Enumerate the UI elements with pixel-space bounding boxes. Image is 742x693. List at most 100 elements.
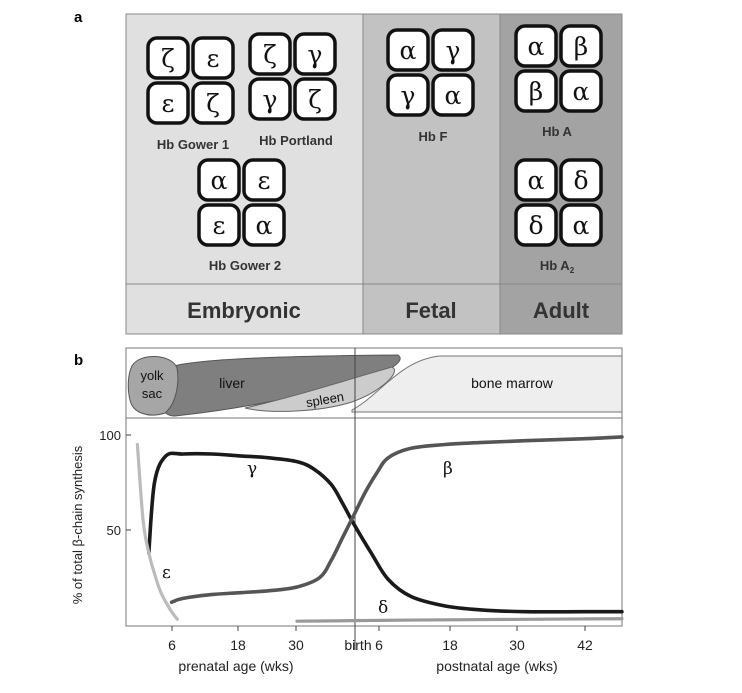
- chain-box: [146, 36, 190, 80]
- panel-a-label: a: [74, 9, 83, 26]
- birth-label: birth: [344, 637, 371, 653]
- chain-symbol: β: [529, 77, 543, 106]
- chain-symbol: ζ: [206, 89, 220, 118]
- x-tick-label-prenatal: 30: [288, 637, 304, 653]
- chain-box: [242, 203, 286, 247]
- series-lines: [135, 435, 624, 623]
- chain-symbol: ε: [207, 44, 220, 73]
- panel-b-label: b: [74, 352, 83, 369]
- chain-box: [559, 69, 603, 113]
- x-axis-title-prenatal: prenatal age (wks): [178, 658, 293, 674]
- chain-symbol: α: [445, 81, 462, 110]
- chain-symbol: α: [211, 166, 228, 195]
- chain-symbol: ζ: [161, 44, 175, 73]
- chain-box: [559, 158, 603, 202]
- y-tick-label: 50: [107, 523, 121, 538]
- x-tick-label-postnatal: 6: [375, 637, 383, 653]
- yolk-sac-shape: [127, 356, 179, 416]
- series-label-gamma: γ: [247, 459, 257, 479]
- chain-symbol: ε: [258, 166, 271, 195]
- chain-symbol: ζ: [308, 85, 322, 114]
- fetal-panel: [362, 13, 501, 335]
- chain-box: [191, 36, 235, 80]
- y-tick-label: 100: [99, 428, 121, 443]
- chain-box: [248, 77, 292, 121]
- x-tick-label-postnatal: 30: [509, 637, 525, 653]
- series-label-epsilon: ε: [162, 563, 171, 583]
- series-line: [169, 435, 624, 604]
- chain-symbol: ε: [213, 211, 226, 240]
- chain-box: [514, 69, 558, 113]
- x-axis-title-postnatal: postnatal age (wks): [436, 658, 557, 674]
- chain-symbol: α: [256, 211, 273, 240]
- chain-symbol: α: [400, 36, 417, 65]
- chain-symbol: γ: [401, 81, 416, 110]
- organ-band: yolk sac liver spleen bone marrow: [125, 347, 623, 419]
- series-line: [135, 442, 179, 621]
- hb-f-label: Hb F: [419, 129, 448, 144]
- chain-symbol: ζ: [263, 40, 277, 69]
- series-line: [295, 617, 624, 623]
- chain-symbol: δ: [573, 166, 588, 195]
- sac-label: sac: [142, 386, 163, 401]
- series-line: [147, 451, 624, 614]
- chain-symbol: δ: [528, 211, 543, 240]
- series-label-beta: β: [443, 459, 453, 479]
- stage-adult: Adult: [533, 298, 590, 323]
- stage-embryonic: Embryonic: [187, 298, 301, 323]
- chain-box: [514, 158, 558, 202]
- x-tick-label-prenatal: 18: [230, 637, 246, 653]
- chain-box: [197, 158, 241, 202]
- chain-box: [386, 28, 430, 72]
- x-tick-label-prenatal: 6: [168, 637, 176, 653]
- x-tick-label-postnatal: 42: [577, 637, 593, 653]
- chain-box: [559, 203, 603, 247]
- x-axis-ticks: 6 18 30 18 30 42 6: [168, 626, 593, 653]
- bone-marrow-shape: [351, 355, 623, 413]
- chain-box: [514, 203, 558, 247]
- chain-box: [191, 81, 235, 125]
- chain-box: [248, 32, 292, 76]
- chain-symbol: β: [574, 32, 588, 61]
- hb-gower1-label: Hb Gower 1: [157, 137, 229, 152]
- spleen-shape: [244, 366, 395, 412]
- yolk-label: yolk: [140, 368, 164, 383]
- series-label-delta: δ: [378, 598, 388, 618]
- y-axis-ticks: 100 50: [99, 428, 131, 538]
- chain-box: [431, 73, 475, 117]
- chain-box: [197, 203, 241, 247]
- chain-symbol: γ: [263, 85, 278, 114]
- chain-symbol: ε: [162, 89, 175, 118]
- chain-symbol: γ: [308, 40, 323, 69]
- spleen-label: spleen: [305, 389, 345, 410]
- chain-box: [559, 24, 603, 68]
- chain-symbol: γ: [446, 36, 461, 65]
- chain-symbol: α: [573, 211, 590, 240]
- bone-marrow-label: bone marrow: [471, 375, 554, 391]
- hb-gower2-label: Hb Gower 2: [209, 258, 281, 273]
- chain-symbol: α: [528, 166, 545, 195]
- hb-a2-label: Hb A2: [540, 258, 575, 275]
- x-tick-label-postnatal: 18: [442, 637, 458, 653]
- hb-a-label: Hb A: [542, 124, 572, 139]
- chain-box: [293, 32, 337, 76]
- liver-label: liver: [219, 375, 245, 391]
- chain-symbol: α: [528, 32, 545, 61]
- chain-box: [146, 81, 190, 125]
- chain-box: [293, 77, 337, 121]
- y-axis-title: % of total β-chain synthesis: [70, 445, 85, 604]
- chain-box: [514, 24, 558, 68]
- hb-portland-label: Hb Portland: [259, 133, 333, 148]
- stage-fetal: Fetal: [405, 298, 456, 323]
- chain-box: [242, 158, 286, 202]
- chain-box: [386, 73, 430, 117]
- chain-box: [431, 28, 475, 72]
